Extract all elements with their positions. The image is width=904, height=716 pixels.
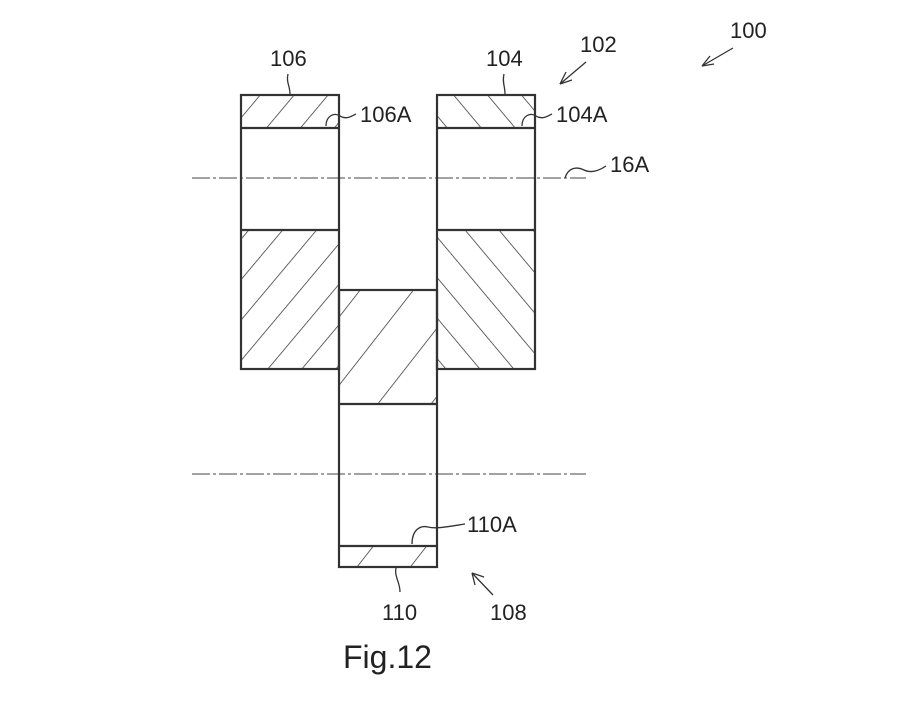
arrow-100 — [701, 47, 734, 67]
middle-hub-hatch — [339, 290, 437, 404]
left-part-106 — [239, 93, 341, 371]
label-106a: 106A — [360, 102, 412, 127]
right-part-104 — [435, 93, 537, 371]
label-102: 102 — [580, 32, 617, 57]
lower-part-108 — [337, 288, 439, 569]
leader-106 — [286, 73, 291, 95]
arrow-108 — [471, 572, 494, 596]
left-hub-hatch — [241, 230, 339, 369]
figure-caption: Fig.12 — [343, 639, 432, 675]
leader-106a — [325, 113, 357, 127]
leader-104a — [521, 113, 553, 127]
leader-16a — [564, 165, 607, 179]
left-layer-106a — [241, 95, 339, 128]
bottom-layer-110a — [339, 546, 437, 567]
leader-104 — [502, 73, 506, 95]
label-104a: 104A — [556, 102, 608, 127]
label-110a: 110A — [467, 512, 517, 537]
label-104: 104 — [486, 46, 523, 71]
label-106: 106 — [270, 46, 307, 71]
right-hub-hatch — [437, 230, 535, 369]
arrow-102 — [559, 61, 587, 85]
leader-110 — [394, 567, 401, 593]
label-110: 110 — [382, 600, 417, 625]
leader-110a — [411, 523, 466, 545]
label-100: 100 — [730, 18, 767, 43]
label-16a: 16A — [610, 152, 649, 177]
right-layer-104a — [437, 95, 535, 128]
label-108: 108 — [490, 600, 527, 625]
